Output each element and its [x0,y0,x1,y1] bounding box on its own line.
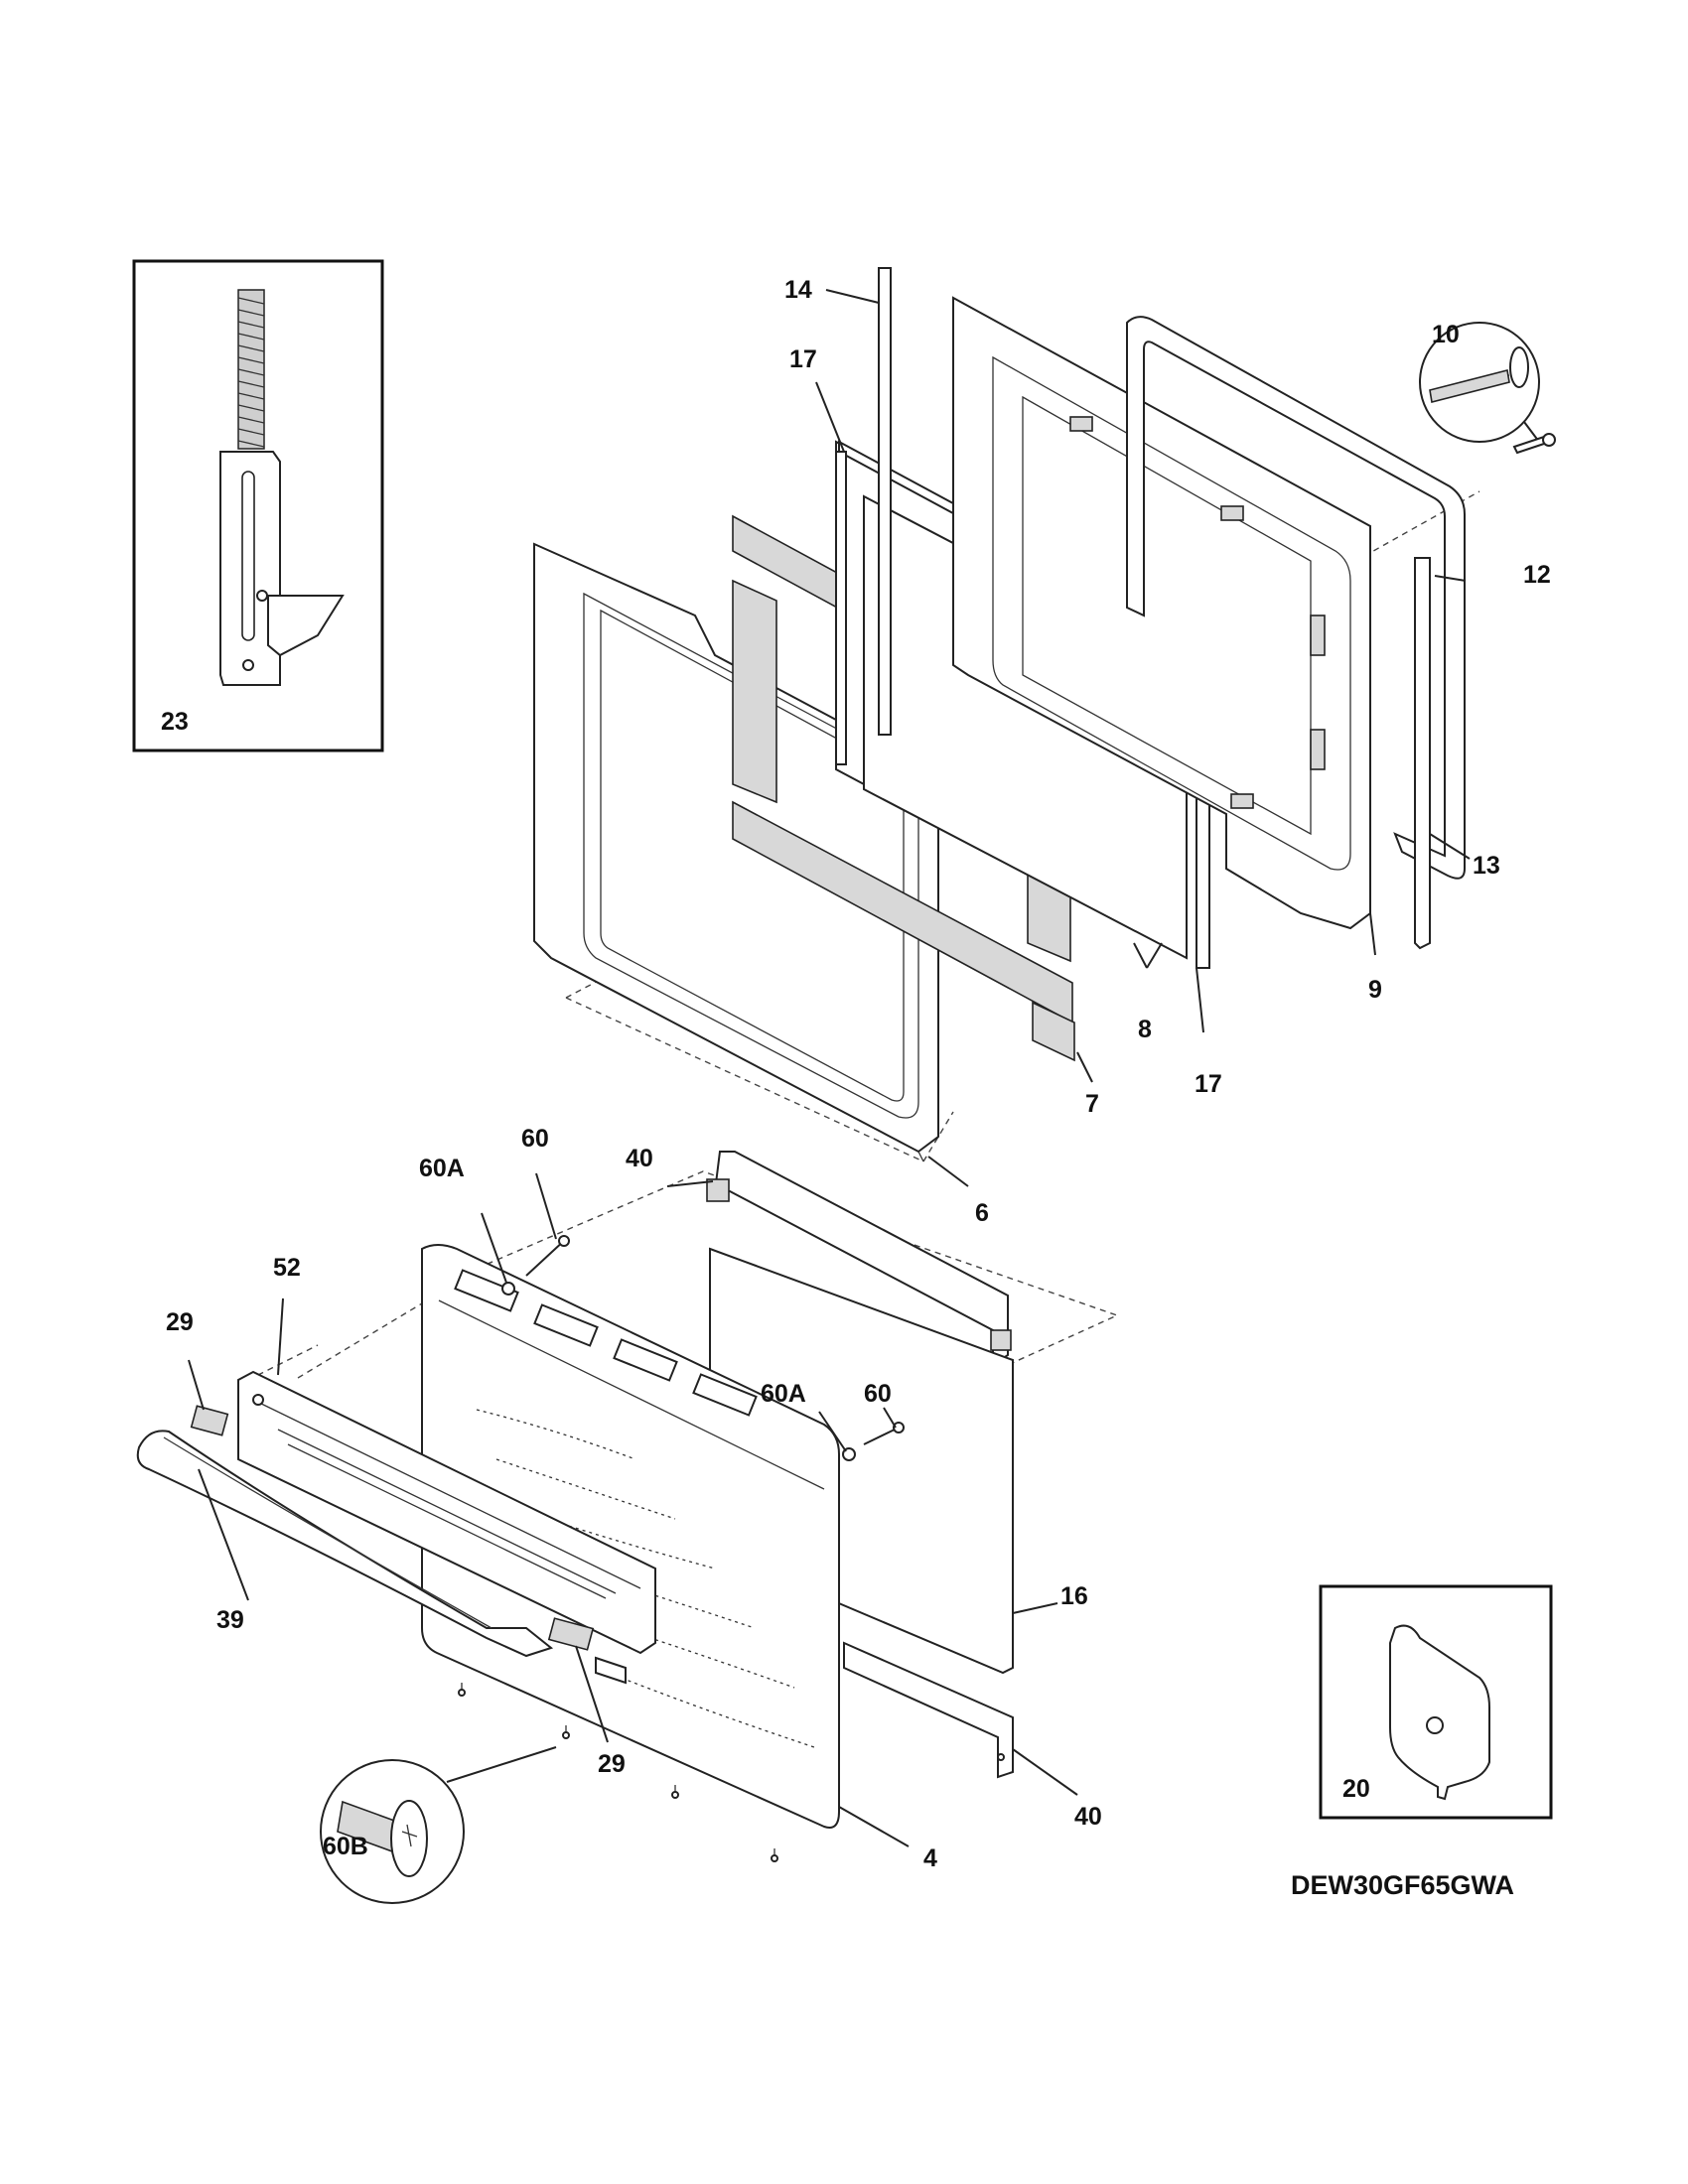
callout-60-lower: 60 [864,1380,892,1408]
small-screws-60b [458,1683,778,1862]
callout-60a-lower: 60A [761,1380,806,1408]
callout-52: 52 [273,1254,301,1282]
leader-lines-lower [188,1172,1078,1847]
callout-9: 9 [1368,976,1382,1004]
door-gasket-12 [1126,316,1466,880]
screw-detail-10 [1419,322,1556,455]
callout-60b: 60B [323,1833,368,1860]
gasket-strip-13 [1414,557,1431,950]
callout-4: 4 [923,1844,937,1872]
callout-13: 13 [1473,852,1500,880]
callout-17-lower: 17 [1195,1070,1222,1098]
callout-17-upper: 17 [789,345,817,373]
inset-cover-20: 20 [1319,1584,1553,1820]
door-channel-40b [843,1641,1014,1779]
handle-trim-52 [237,1370,656,1655]
callout-12: 12 [1523,561,1551,589]
callout-60a-upper: 60A [419,1155,465,1182]
callout-39: 39 [216,1606,244,1634]
callout-40-lower: 40 [1074,1803,1102,1831]
leader-lines-upper [815,289,1471,1187]
callout-8: 8 [1138,1016,1152,1043]
callout-29-lower: 29 [598,1750,626,1778]
callout-16: 16 [1060,1582,1088,1610]
hinge-spring-icon [237,289,265,450]
callout-6: 6 [975,1199,989,1227]
cover-plate-icon [1389,1624,1490,1801]
hinge-body-icon [219,451,345,686]
model-number: DEW30GF65GWA [1291,1870,1514,1900]
hinge-channel-14 [878,267,892,736]
end-cap-29a [190,1405,229,1436]
callout-14: 14 [784,276,812,304]
end-cap-29b [547,1617,595,1651]
door-handle-39 [136,1430,554,1658]
outer-door-panel-4 [421,1244,840,1829]
screw-detail-60b [320,1746,557,1904]
door-liner-9 [952,296,1371,930]
callout-40-upper: 40 [626,1145,653,1172]
callout-23: 23 [161,708,189,736]
callout-20: 20 [1342,1775,1370,1803]
callout-29-left: 29 [166,1308,194,1336]
screw-60-lower [842,1422,905,1461]
callout-10: 10 [1432,321,1460,348]
screw-60-upper [501,1235,570,1296]
callout-60-upper: 60 [521,1125,549,1153]
callout-7: 7 [1085,1090,1099,1118]
inset-hinge-23: 23 [132,259,384,752]
